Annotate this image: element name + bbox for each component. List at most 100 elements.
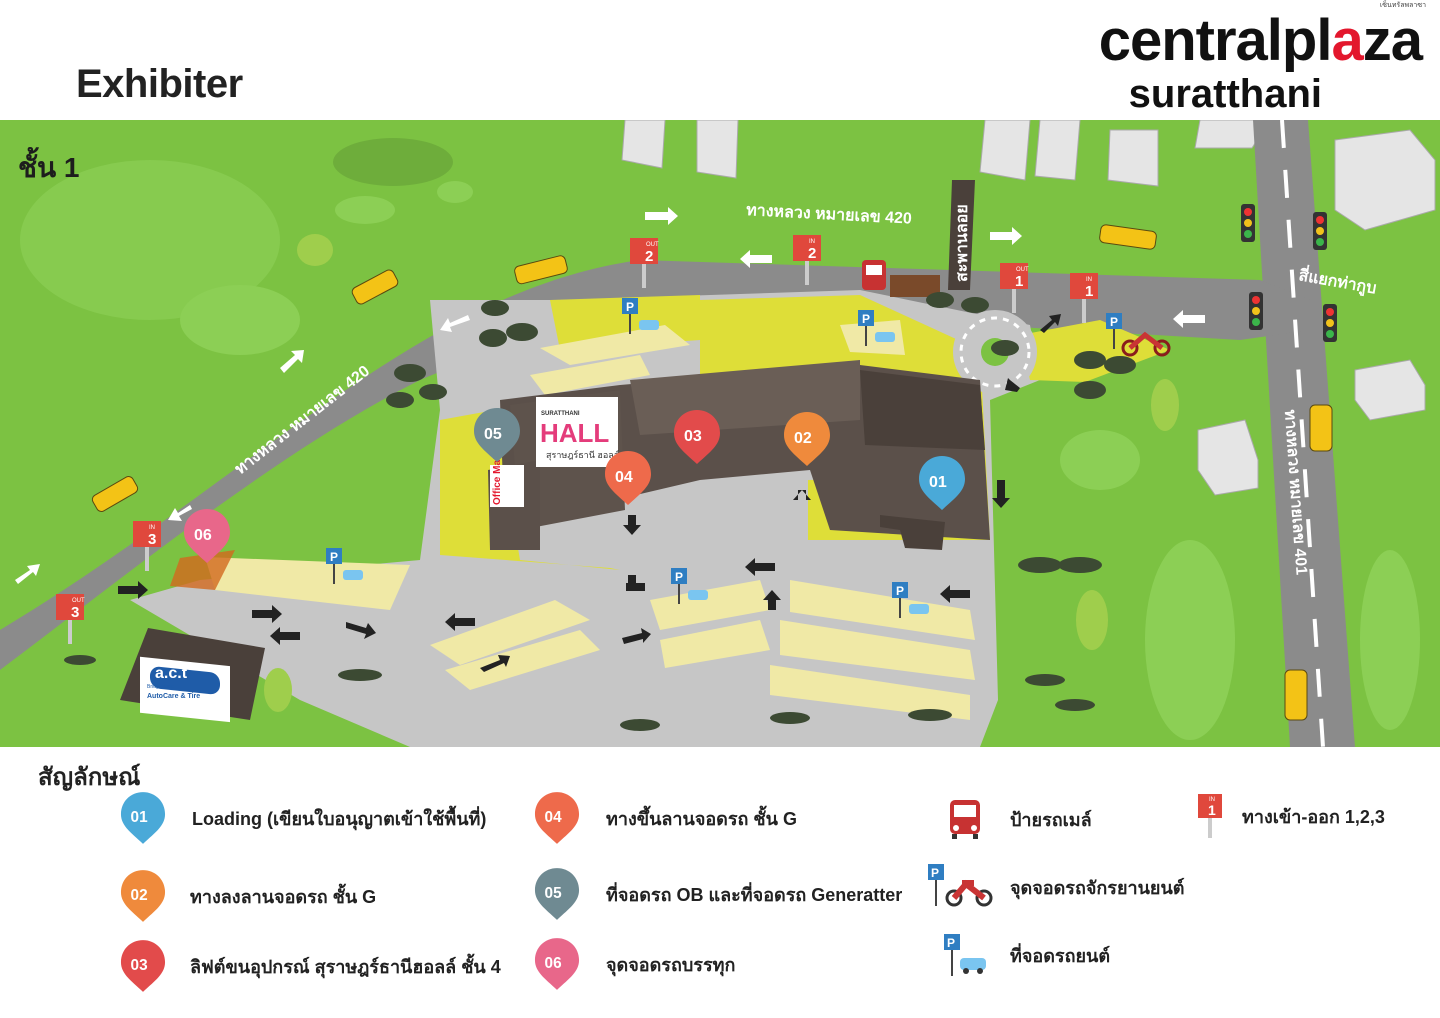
svg-text:1: 1 — [1015, 273, 1023, 290]
svg-text:IN: IN — [1086, 277, 1092, 283]
legend-text-car-parking: ที่จอดรถยนต์ — [1010, 945, 1111, 966]
legend-text-06: จุดจอดรถบรรทุก — [606, 954, 736, 975]
pin-02: 02 — [784, 412, 830, 466]
car-parking-icon: P — [944, 934, 986, 976]
legend-item-05: 05 ที่จอดรถ OB และที่จอดรถ Generatter — [534, 866, 902, 922]
hall-signboard — [536, 397, 618, 467]
svg-text:05: 05 — [545, 885, 563, 902]
legend-item-bus-stop: ป้ายรถเมล์ — [942, 796, 1092, 842]
svg-text:IN: IN — [1209, 797, 1215, 803]
vehicles — [91, 224, 1333, 721]
svg-text:P: P — [862, 312, 870, 326]
svg-text:02: 02 — [794, 430, 812, 447]
svg-text:03: 03 — [684, 428, 702, 445]
svg-text:P: P — [1110, 315, 1118, 329]
brand-subtitle: suratthani — [1128, 72, 1322, 116]
svg-text:04: 04 — [615, 469, 633, 486]
act-logo: a.c.t — [155, 665, 188, 682]
legend-item-04: 04 ทางขึ้นลานจอดรถ ชั้น G — [534, 790, 797, 846]
pin-04-icon: 04 — [534, 792, 580, 844]
svg-text:03: 03 — [131, 957, 148, 974]
svg-text:P: P — [626, 300, 634, 314]
pin-02-icon: 02 — [120, 870, 166, 922]
legend-text-02: ทางลงลานจอดรถ ชั้น G — [190, 886, 377, 907]
pedestrian-bridge — [948, 180, 975, 290]
brand-wordmark: centralplaza — [1098, 8, 1423, 73]
trees — [64, 292, 1136, 731]
pin-05: 05 — [474, 408, 520, 462]
lot-arrows — [118, 314, 1061, 672]
officemate-signboard — [490, 465, 524, 507]
svg-text:P: P — [931, 866, 939, 880]
page-title: Exhibiter — [76, 62, 243, 106]
legend-title: สัญลักษณ์ — [38, 764, 141, 791]
svg-text:3: 3 — [71, 604, 79, 621]
legend-text-01: Loading (เขียนใบอนุญาตเข้าใช้พื้นที่) — [192, 808, 487, 829]
legend-item-03: 03 ลิฟต์ขนอุปกรณ์ สุราษฎร์ธานีฮอลล์ ชั้น… — [120, 938, 501, 994]
hall-main-label: HALL — [540, 418, 609, 448]
svg-text:P: P — [675, 570, 683, 584]
highway-420 — [0, 260, 1310, 670]
traffic-lights — [1241, 204, 1337, 342]
motorcycle-parking-icon: P — [928, 864, 993, 907]
legend-text-bus-stop: ป้ายรถเมล์ — [1010, 809, 1092, 830]
pin-06: 06 — [184, 509, 230, 563]
bridge-label: สะพานลอย — [954, 204, 971, 282]
pin-01: 01 — [919, 456, 965, 510]
legend-text-04: ทางขึ้นลานจอดรถ ชั้น G — [606, 808, 797, 829]
brand-logo: centralplaza suratthani — [1098, 8, 1423, 116]
bus-icon — [950, 800, 980, 839]
pin-05-icon: 05 — [534, 868, 580, 920]
pin-06-icon: 06 — [534, 938, 580, 990]
legend-item-06: 06 จุดจอดรถบรรทุก — [534, 936, 735, 992]
pin-01-icon: 01 — [120, 792, 166, 844]
parking-bays — [205, 320, 975, 720]
act-building: a.c.t Bridgestone AutoCare & Tire — [120, 628, 265, 723]
svg-text:04: 04 — [545, 809, 563, 826]
svg-text:2: 2 — [645, 248, 653, 265]
svg-text:1: 1 — [1208, 802, 1216, 818]
svg-text:OUT: OUT — [1016, 267, 1029, 273]
floor-label: ชั้น 1 — [18, 152, 80, 183]
hall-top-label: SURATTHANI — [541, 411, 580, 417]
svg-text:OUT: OUT — [72, 598, 85, 604]
act-tiny: Bridgestone — [147, 684, 174, 690]
officemate-label: Office Mate — [492, 451, 503, 505]
svg-text:2: 2 — [808, 245, 816, 262]
legend-item-gates: IN 1 ทางเข้า-ออก 1,2,3 — [1196, 792, 1385, 840]
road-arrows — [15, 207, 1205, 584]
svg-text:3: 3 — [148, 531, 156, 548]
legend-text-gates: ทางเข้า-ออก 1,2,3 — [1242, 806, 1385, 827]
parking-signs: P P P P P P — [326, 298, 1122, 618]
svg-text:OUT: OUT — [646, 242, 659, 248]
pin-03-icon: 03 — [120, 940, 166, 992]
svg-text:IN: IN — [809, 239, 815, 245]
svg-text:P: P — [947, 936, 955, 950]
legend-item-car-parking: P ที่จอดรถยนต์ — [942, 932, 1110, 978]
svg-text:06: 06 — [545, 955, 562, 972]
pin-04: 04 — [605, 451, 651, 505]
background-buildings — [621, 120, 1436, 496]
site-map: SURATTHANI HALL สุราษฎร์ธานี ฮอลล์ Offic… — [0, 120, 1440, 747]
pin-03: 03 — [674, 410, 720, 464]
svg-text:01: 01 — [929, 474, 947, 491]
legend-item-02: 02 ทางลงลานจอดรถ ชั้น G — [120, 868, 376, 924]
lane-marking — [1280, 120, 1325, 747]
svg-text:05: 05 — [484, 426, 502, 443]
svg-text:P: P — [896, 584, 904, 598]
legend-text-05: ที่จอดรถ OB และที่จอดรถ Generatter — [606, 884, 903, 905]
motorbike-on-map — [1121, 339, 1139, 357]
legend-item-motorcycle: P จุดจอดรถจักรยานยนต์ — [926, 862, 1184, 912]
svg-text:IN: IN — [149, 525, 155, 531]
legend-text-motorcycle: จุดจอดรถจักรยานยนต์ — [1010, 877, 1185, 898]
svg-text:P: P — [330, 550, 338, 564]
svg-text:02: 02 — [131, 887, 148, 904]
act-sub: AutoCare & Tire — [147, 693, 200, 700]
legend-item-01: 01 Loading (เขียนใบอนุญาตเข้าใช้พื้นที่) — [120, 790, 486, 846]
svg-text:06: 06 — [194, 527, 212, 544]
gate-sign-icon: IN 1 — [1198, 794, 1222, 838]
legend-text-03: ลิฟต์ขนอุปกรณ์ สุราษฎร์ธานีฮอลล์ ชั้น 4 — [190, 956, 501, 977]
tall-trees — [264, 234, 1179, 712]
svg-text:01: 01 — [131, 809, 149, 826]
